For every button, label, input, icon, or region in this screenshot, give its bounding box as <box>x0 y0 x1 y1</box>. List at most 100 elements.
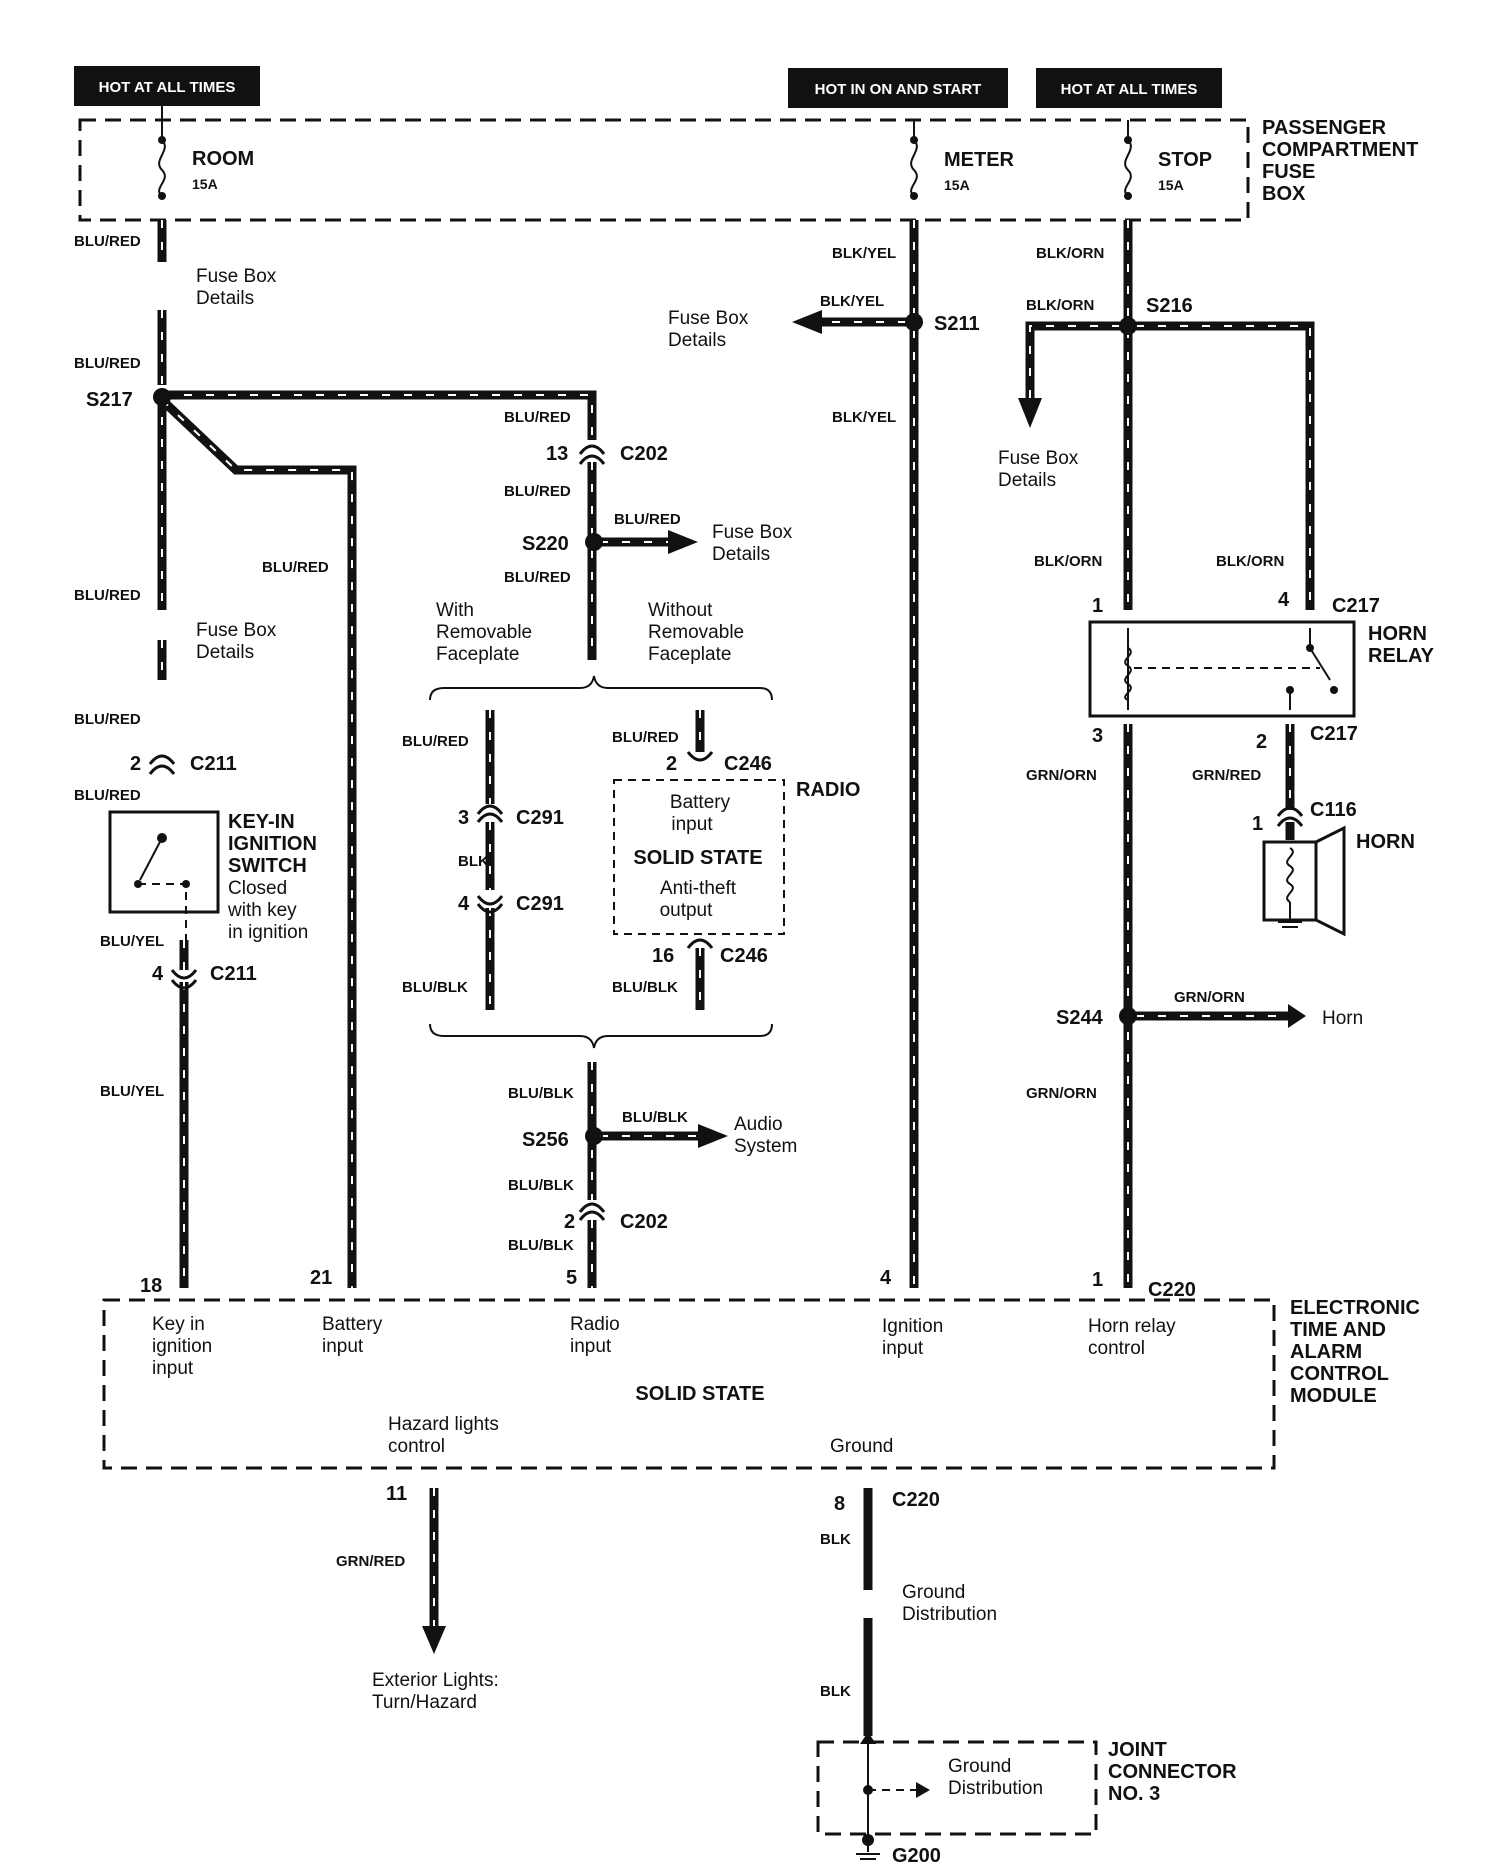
svg-text:11: 11 <box>386 1483 407 1505</box>
wire-labels: BLU/RED BLU/RED BLU/RED BLU/RED BLU/RED … <box>74 233 1284 1700</box>
joint-ground-distribution: Ground Distribution <box>948 1756 1043 1799</box>
svg-text:Distribution: Distribution <box>948 1778 1043 1799</box>
svg-text:BLU/RED: BLU/RED <box>74 355 141 372</box>
svg-text:3: 3 <box>1092 725 1103 747</box>
wire-s217-to-c202 <box>162 390 597 440</box>
svg-text:control: control <box>388 1436 445 1457</box>
svg-text:MODULE: MODULE <box>1290 1385 1377 1407</box>
fuse-room-rating: 15A <box>192 176 218 192</box>
splice-s216 <box>1119 317 1137 335</box>
radio-outline <box>613 779 785 935</box>
svg-text:C220: C220 <box>892 1489 940 1511</box>
svg-text:BLU/RED: BLU/RED <box>612 729 679 746</box>
ref-fuse-box-details-room-2: Fuse Box Details <box>196 620 277 663</box>
svg-text:2: 2 <box>666 753 677 775</box>
module-horn-relay-label: Horn relay control <box>1088 1316 1176 1359</box>
stop-supply-tag: HOT AT ALL TIMES <box>1036 68 1222 108</box>
splice-s217 <box>153 388 171 406</box>
module-hazard-label: Hazard lights control <box>388 1414 499 1457</box>
horn-icon <box>1262 825 1346 937</box>
svg-text:BLU/BLK: BLU/BLK <box>508 1177 574 1194</box>
svg-text:BLK/YEL: BLK/YEL <box>832 245 896 262</box>
fuse-room-name: ROOM <box>192 148 254 170</box>
svg-text:BLK: BLK <box>820 1531 851 1548</box>
svg-text:18: 18 <box>140 1275 162 1297</box>
splice-label-s217: S217 <box>86 389 133 411</box>
svg-text:G200: G200 <box>892 1845 941 1867</box>
svg-text:BLU/BLK: BLU/BLK <box>508 1237 574 1254</box>
radio-antitheft-label-2: output <box>660 900 714 921</box>
radio-battery-label-1: Battery <box>670 792 731 813</box>
svg-text:Details: Details <box>196 288 254 309</box>
svg-text:BLU/BLK: BLU/BLK <box>612 979 678 996</box>
svg-text:input: input <box>152 1358 194 1379</box>
svg-text:Details: Details <box>196 642 254 663</box>
svg-text:ELECTRONIC: ELECTRONIC <box>1290 1297 1420 1319</box>
svg-text:BLU/RED: BLU/RED <box>74 787 141 804</box>
svg-text:Details: Details <box>998 470 1056 491</box>
ref-audio-system: Audio System <box>734 1114 797 1157</box>
fuse-box-outline <box>78 118 1250 222</box>
fuse-room-icon <box>158 106 166 200</box>
radio-title: RADIO <box>796 779 860 801</box>
svg-text:PASSENGER: PASSENGER <box>1262 117 1387 139</box>
svg-text:BLU/RED: BLU/RED <box>504 483 571 500</box>
svg-text:BOX: BOX <box>1262 183 1306 205</box>
meter-supply-tag: HOT IN ON AND START <box>788 68 1008 108</box>
svg-text:1: 1 <box>1092 1269 1103 1291</box>
svg-text:1: 1 <box>1092 595 1103 617</box>
svg-text:BLU/YEL: BLU/YEL <box>100 1083 164 1100</box>
wire-s220-fusebox <box>600 530 698 554</box>
key-in-switch-title: KEY-IN IGNITION SWITCH <box>228 811 317 877</box>
svg-text:RELAY: RELAY <box>1368 645 1435 667</box>
svg-text:BLK: BLK <box>458 853 489 870</box>
svg-text:ignition: ignition <box>152 1336 212 1357</box>
svg-text:input: input <box>570 1336 612 1357</box>
svg-text:C291: C291 <box>516 807 564 829</box>
horn-relay-title: HORN RELAY <box>1368 623 1435 667</box>
radio-battery-label-2: input <box>671 814 713 835</box>
splice-label-s256: S256 <box>522 1129 569 1151</box>
svg-text:BLU/RED: BLU/RED <box>504 409 571 426</box>
svg-text:BLK/YEL: BLK/YEL <box>820 293 884 310</box>
faceplate-bracket-top <box>429 675 773 701</box>
fuse-meter-icon <box>910 120 918 200</box>
svg-text:Battery: Battery <box>322 1314 383 1335</box>
svg-text:with key: with key <box>227 900 297 921</box>
svg-text:C116: C116 <box>1310 799 1357 821</box>
svg-text:2: 2 <box>564 1211 575 1233</box>
module-title: ELECTRONIC TIME AND ALARM CONTROL MODULE <box>1290 1297 1420 1407</box>
svg-text:KEY-IN: KEY-IN <box>228 811 295 833</box>
svg-text:Fuse Box: Fuse Box <box>196 620 277 641</box>
wire-s217-battery <box>158 396 357 1288</box>
ref-ground-distribution: Ground Distribution <box>902 1582 997 1625</box>
svg-text:GRN/RED: GRN/RED <box>1192 767 1261 784</box>
radio-solid-state: SOLID STATE <box>633 847 762 869</box>
svg-text:ALARM: ALARM <box>1290 1341 1362 1363</box>
svg-text:BLU/RED: BLU/RED <box>614 511 681 528</box>
splice-label-s216: S216 <box>1146 295 1193 317</box>
svg-text:BLK/YEL: BLK/YEL <box>832 409 896 426</box>
svg-text:input: input <box>322 1336 364 1357</box>
svg-text:HOT AT ALL TIMES: HOT AT ALL TIMES <box>99 79 236 96</box>
faceplate-bracket-bottom <box>429 1023 773 1049</box>
svg-text:BLU/BLK: BLU/BLK <box>402 979 468 996</box>
svg-text:4: 4 <box>1278 589 1290 611</box>
svg-text:BLU/BLK: BLU/BLK <box>622 1109 688 1126</box>
svg-text:System: System <box>734 1136 797 1157</box>
svg-text:HORN: HORN <box>1368 623 1427 645</box>
svg-text:8: 8 <box>834 1493 845 1515</box>
svg-text:Ground: Ground <box>902 1582 965 1603</box>
svg-text:C211: C211 <box>190 753 237 775</box>
svg-text:GRN/RED: GRN/RED <box>336 1553 405 1570</box>
module-ground-label: Ground <box>830 1436 893 1457</box>
svg-text:FUSE: FUSE <box>1262 161 1315 183</box>
svg-text:BLU/RED: BLU/RED <box>402 733 469 750</box>
ref-fuse-box-details-s211: Fuse Box Details <box>668 308 749 351</box>
key-in-switch-icon <box>108 810 220 940</box>
svg-text:Audio: Audio <box>734 1114 783 1135</box>
room-supply-tag: HOT AT ALL TIMES <box>74 66 260 106</box>
svg-text:Without: Without <box>648 600 713 621</box>
svg-text:C202: C202 <box>620 443 668 465</box>
